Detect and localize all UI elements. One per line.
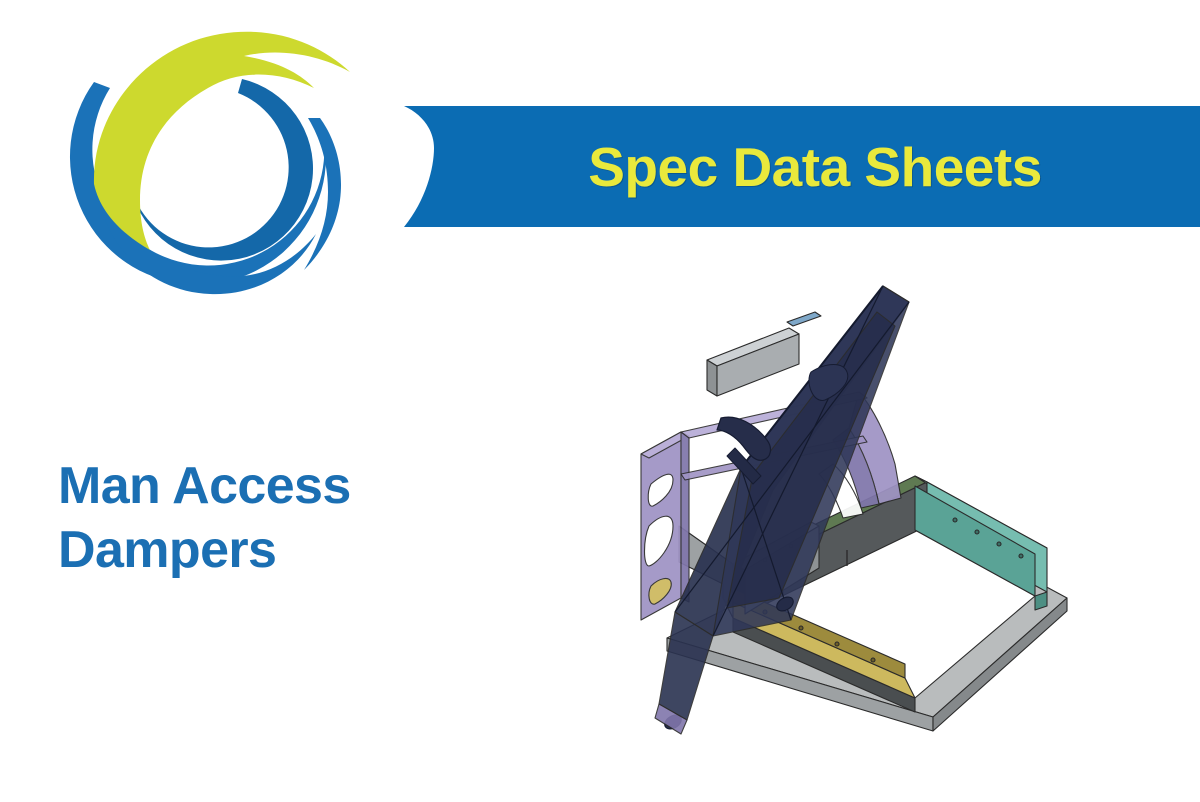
damper-cad-svg bbox=[640, 285, 1068, 735]
logo-svg bbox=[69, 31, 350, 295]
product-title-line-1: Man Access bbox=[58, 457, 351, 515]
hinge-bracket-left bbox=[640, 431, 690, 621]
company-logo bbox=[52, 22, 362, 312]
banner-ribbon-shape bbox=[404, 106, 1200, 227]
spec-data-sheets-banner: Spec Data Sheets bbox=[404, 106, 1200, 227]
logo-outer-blue-arc bbox=[69, 82, 326, 285]
right-rail-bolt-3 bbox=[996, 541, 1002, 547]
product-illustration bbox=[615, 268, 1090, 748]
door-latch-lever bbox=[716, 416, 772, 461]
door-panel-port bbox=[808, 364, 849, 401]
flange-right-edge bbox=[932, 597, 1068, 732]
handle-block-left bbox=[706, 359, 718, 397]
right-rail-bolt-4 bbox=[1018, 553, 1024, 559]
door-latch-arm bbox=[726, 447, 762, 485]
banner-title: Spec Data Sheets bbox=[588, 135, 1042, 198]
hinge-left-cutout-3 bbox=[648, 577, 672, 605]
access-door-panel bbox=[664, 285, 910, 730]
right-rail-bolt-1 bbox=[952, 517, 958, 523]
front-rail-bolt-2 bbox=[798, 625, 804, 631]
door-strut-diagonal-3 bbox=[740, 467, 792, 621]
logo-lower-blue-sweep bbox=[98, 186, 316, 295]
door-hinge-pad bbox=[654, 703, 688, 735]
front-rail-bolt-4 bbox=[870, 657, 876, 663]
product-title: Man Access Dampers bbox=[58, 455, 488, 583]
hinge-left-plate-edge bbox=[680, 431, 690, 603]
door-panel-recess bbox=[726, 311, 896, 609]
door-handle-block bbox=[706, 311, 822, 397]
rail-right-teal bbox=[914, 475, 1048, 611]
door-hinge-link bbox=[654, 611, 714, 735]
right-rail-bolt-2 bbox=[974, 529, 980, 535]
door-strut-diagonal-1 bbox=[674, 301, 910, 613]
door-strut-diagonal-2 bbox=[712, 285, 884, 637]
handle-block-face bbox=[716, 333, 800, 397]
logo-lime-swoosh bbox=[93, 31, 350, 250]
banner-background bbox=[404, 106, 1200, 227]
right-rail-bottom-return bbox=[1034, 591, 1048, 611]
hinge-left-cutout-1 bbox=[647, 473, 674, 507]
hinge-left-cutout-2 bbox=[643, 515, 674, 567]
door-pivot-boss-lower bbox=[776, 596, 794, 612]
product-title-line-2: Dampers bbox=[58, 520, 277, 579]
handle-pin bbox=[786, 311, 822, 327]
logo-outer-blue-tail bbox=[304, 118, 342, 270]
front-rail-bolt-3 bbox=[834, 641, 840, 647]
